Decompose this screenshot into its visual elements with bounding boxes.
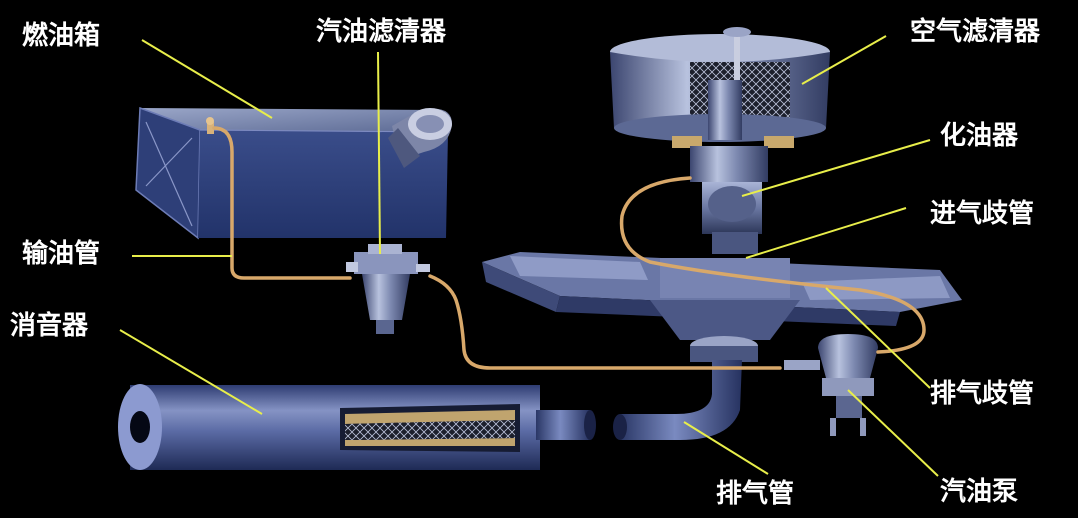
leader-lines — [119, 35, 939, 477]
exhaust-pipe — [613, 336, 758, 440]
air-filter — [610, 27, 830, 148]
labels: 燃油箱 汽油滤清器 空气滤清器 化油器 进气歧管 输油管 消音器 排气歧管 排气… — [10, 16, 1041, 509]
fuel-filter — [346, 244, 430, 334]
leader-fuel-filter — [377, 51, 381, 255]
label-carburetor: 化油器 — [940, 121, 1019, 151]
leader-exhaust-manifold — [825, 287, 931, 389]
fuel-tank — [135, 106, 452, 240]
label-fuel-line: 输油管 — [22, 238, 100, 269]
fuel-pump — [784, 334, 878, 436]
leader-air-filter — [801, 35, 887, 85]
fuel-line-filter-to-pump — [428, 274, 782, 370]
leader-carburetor — [741, 139, 931, 197]
leader-muffler — [119, 329, 263, 415]
leader-fuel-pump — [847, 389, 939, 477]
muffler — [118, 384, 596, 470]
fuel-line-tank-to-filter — [212, 126, 352, 280]
intake-manifold — [482, 252, 962, 340]
label-fuel-filter: 汽油滤清器 — [316, 17, 447, 47]
leader-exhaust-pipe — [683, 421, 769, 475]
fuel-line-pump-to-carburetor — [619, 176, 926, 354]
label-air-filter: 空气滤清器 — [910, 16, 1041, 47]
label-exhaust-manifold: 排气歧管 — [930, 378, 1034, 409]
leader-fuel-tank — [141, 39, 273, 119]
carburetor — [690, 146, 768, 254]
label-muffler: 消音器 — [10, 310, 89, 341]
label-fuel-pump: 汽油泵 — [940, 477, 1018, 507]
label-exhaust-pipe: 排气管 — [716, 478, 794, 509]
label-fuel-tank: 燃油箱 — [22, 20, 100, 51]
leader-intake-manifold — [745, 207, 907, 259]
label-intake-manifold: 进气歧管 — [930, 198, 1034, 229]
fuel-lines — [212, 126, 926, 370]
